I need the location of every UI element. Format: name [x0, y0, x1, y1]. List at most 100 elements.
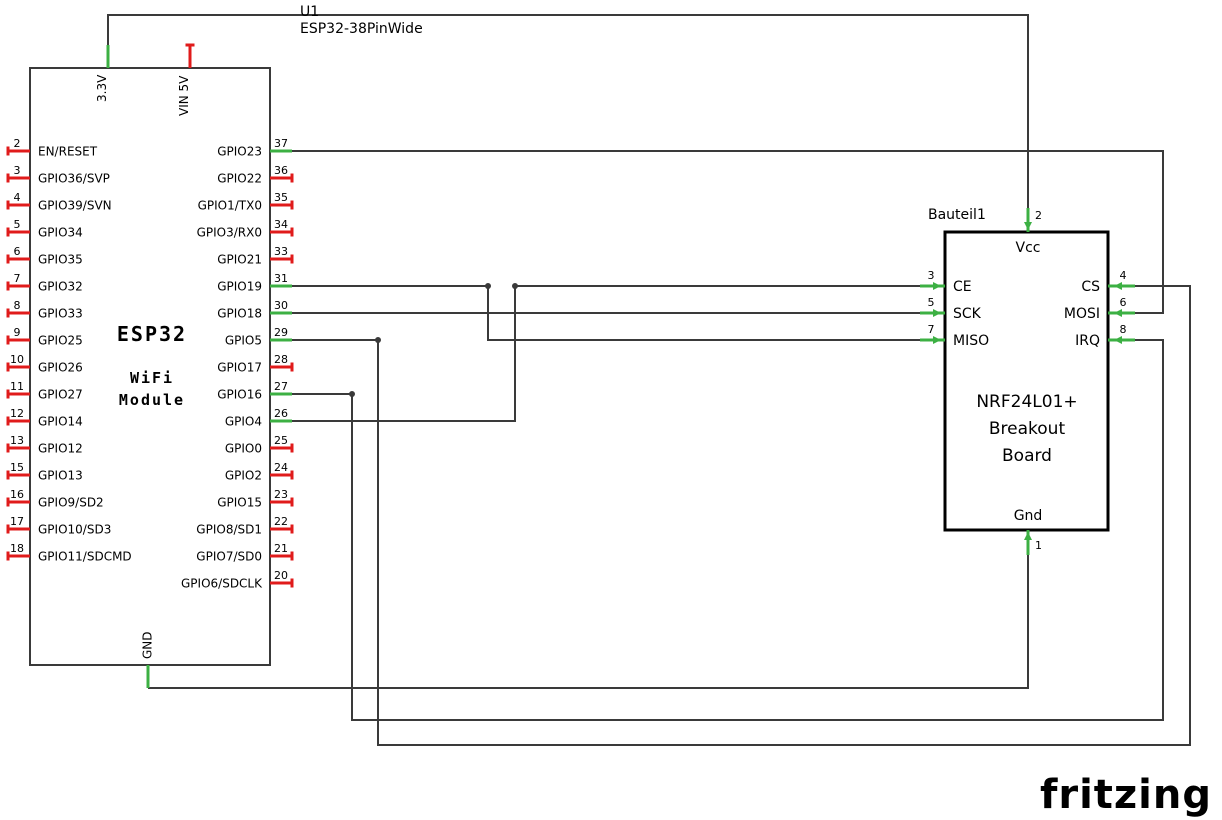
pin-number: 5 — [14, 218, 21, 231]
pin-number: 18 — [10, 542, 24, 555]
fritzing-watermark: fritzing — [1040, 772, 1212, 818]
pin-label: GPIO26 — [38, 361, 83, 375]
pin-label: GPIO15 — [217, 496, 262, 510]
pin-number: 6 — [14, 245, 21, 258]
pin-number: 16 — [10, 488, 24, 501]
esp32-part-label: ESP32-38PinWide — [300, 21, 423, 37]
nrf24-ref-label: Bauteil1 — [928, 207, 986, 223]
pin-label: GPIO12 — [38, 442, 83, 456]
pin-number: 30 — [274, 299, 288, 312]
wire-gpio4-to-ce — [292, 285, 920, 422]
bend-point — [512, 283, 518, 289]
pin-number: 6 — [1120, 296, 1127, 309]
pin-number: 35 — [274, 191, 288, 204]
wire-gnd-to-gnd — [148, 555, 1029, 689]
pin-label: GPIO35 — [38, 253, 83, 267]
pin-label: CE — [953, 279, 972, 295]
pin-number: 12 — [10, 407, 24, 420]
pin-label: GPIO18 — [217, 307, 262, 321]
pin-label: GPIO22 — [217, 172, 262, 186]
esp32-pin-vin-5v: VIN 5V — [177, 43, 195, 116]
pin-number: 4 — [1120, 269, 1127, 282]
bend-point — [485, 283, 491, 289]
bend-point — [349, 391, 355, 397]
bend-point — [375, 337, 381, 343]
pin-label: GPIO3/RX0 — [197, 226, 262, 240]
pin-label: GPIO10/SD3 — [38, 523, 111, 537]
pin-label: CS — [1081, 279, 1100, 295]
pin-label: GPIO14 — [38, 415, 83, 429]
pin-number: 5 — [928, 296, 935, 309]
pin-number: 1 — [1035, 539, 1042, 552]
pin-label: GPIO6/SDCLK — [181, 577, 263, 591]
pin-label: GPIO21 — [217, 253, 262, 267]
pin-number: 21 — [274, 542, 288, 555]
wire-gpio5-to-cs — [292, 285, 1191, 746]
pin-label: GND — [141, 631, 155, 659]
pin-number: 22 — [274, 515, 288, 528]
pin-label: GPIO8/SD1 — [196, 523, 262, 537]
pin-number: 7 — [928, 323, 935, 336]
pin-label: GPIO32 — [38, 280, 83, 294]
pin-label: SCK — [953, 306, 982, 322]
pin-label: EN/RESET — [38, 145, 98, 159]
pin-label: Gnd — [1014, 508, 1043, 524]
esp32-center-line2: WiFi — [130, 369, 174, 387]
pin-label: VIN 5V — [177, 75, 191, 116]
esp32-center-line1: ESP32 — [117, 322, 187, 346]
wire-3v3-to-vcc — [107, 14, 1029, 208]
pin-label: 3.3V — [95, 74, 109, 102]
pin-label: GPIO34 — [38, 226, 83, 240]
pin-number: 37 — [274, 137, 288, 150]
pin-number: 11 — [10, 380, 24, 393]
wire-gpio16-to-irq — [292, 339, 1164, 721]
pin-label: GPIO4 — [225, 415, 262, 429]
pin-arrow-icon — [1114, 336, 1122, 344]
pin-label: GPIO11/SDCMD — [38, 550, 132, 564]
nrf24-center-line2: Breakout — [989, 419, 1066, 439]
esp32-body — [29, 67, 271, 666]
pin-arrow-icon — [1114, 309, 1122, 317]
pin-number: 3 — [928, 269, 935, 282]
pin-arrow-icon — [933, 282, 941, 290]
pin-number: 20 — [274, 569, 288, 582]
esp32-ref-label: U1 — [300, 4, 319, 20]
nrf24-center-line1: NRF24L01+ — [976, 392, 1077, 412]
pin-number: 4 — [14, 191, 21, 204]
pin-label: GPIO1/TX0 — [198, 199, 262, 213]
pin-label: GPIO39/SVN — [38, 199, 112, 213]
nrf24-pin-cs: 4CS — [1081, 269, 1135, 295]
esp32-pin-gnd: GND — [141, 631, 155, 688]
pin-number: 7 — [14, 272, 21, 285]
pin-label: GPIO13 — [38, 469, 83, 483]
esp32-pin-en-reset: 2EN/RESET — [6, 137, 98, 159]
pin-arrow-icon — [1024, 532, 1032, 540]
pin-label: GPIO36/SVP — [38, 172, 110, 186]
esp32-pin-3-3v: 3.3V — [95, 45, 110, 102]
